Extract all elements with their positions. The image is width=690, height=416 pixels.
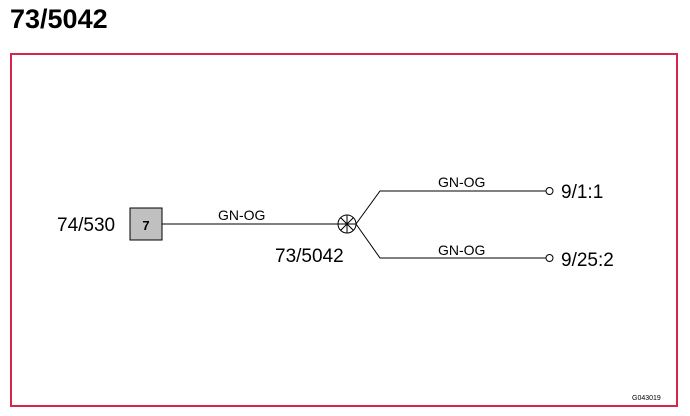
lower-branch-wire (355, 223, 546, 259)
upper-branch-wire (355, 190, 546, 225)
source-pin-label: 7 (142, 218, 149, 233)
main-wire-color-label: GN-OG (218, 207, 265, 223)
diagram-frame (10, 53, 678, 407)
drawing-number: G043019 (632, 395, 661, 402)
upper-terminal-icon (545, 187, 554, 195)
page-title: 73/5042 (10, 4, 108, 34)
source-pin-box (129, 207, 163, 241)
splice-label: 73/5042 (275, 246, 344, 267)
upper-destination-label: 9/1:1 (561, 182, 603, 203)
splice-icon (337, 214, 357, 234)
upper-wire-color-label: GN-OG (438, 174, 485, 190)
source-connector-label: 74/530 (57, 215, 115, 236)
lower-wire-color-label: GN-OG (438, 242, 485, 258)
lower-destination-label: 9/25:2 (561, 250, 614, 271)
lower-terminal-icon (545, 254, 554, 262)
